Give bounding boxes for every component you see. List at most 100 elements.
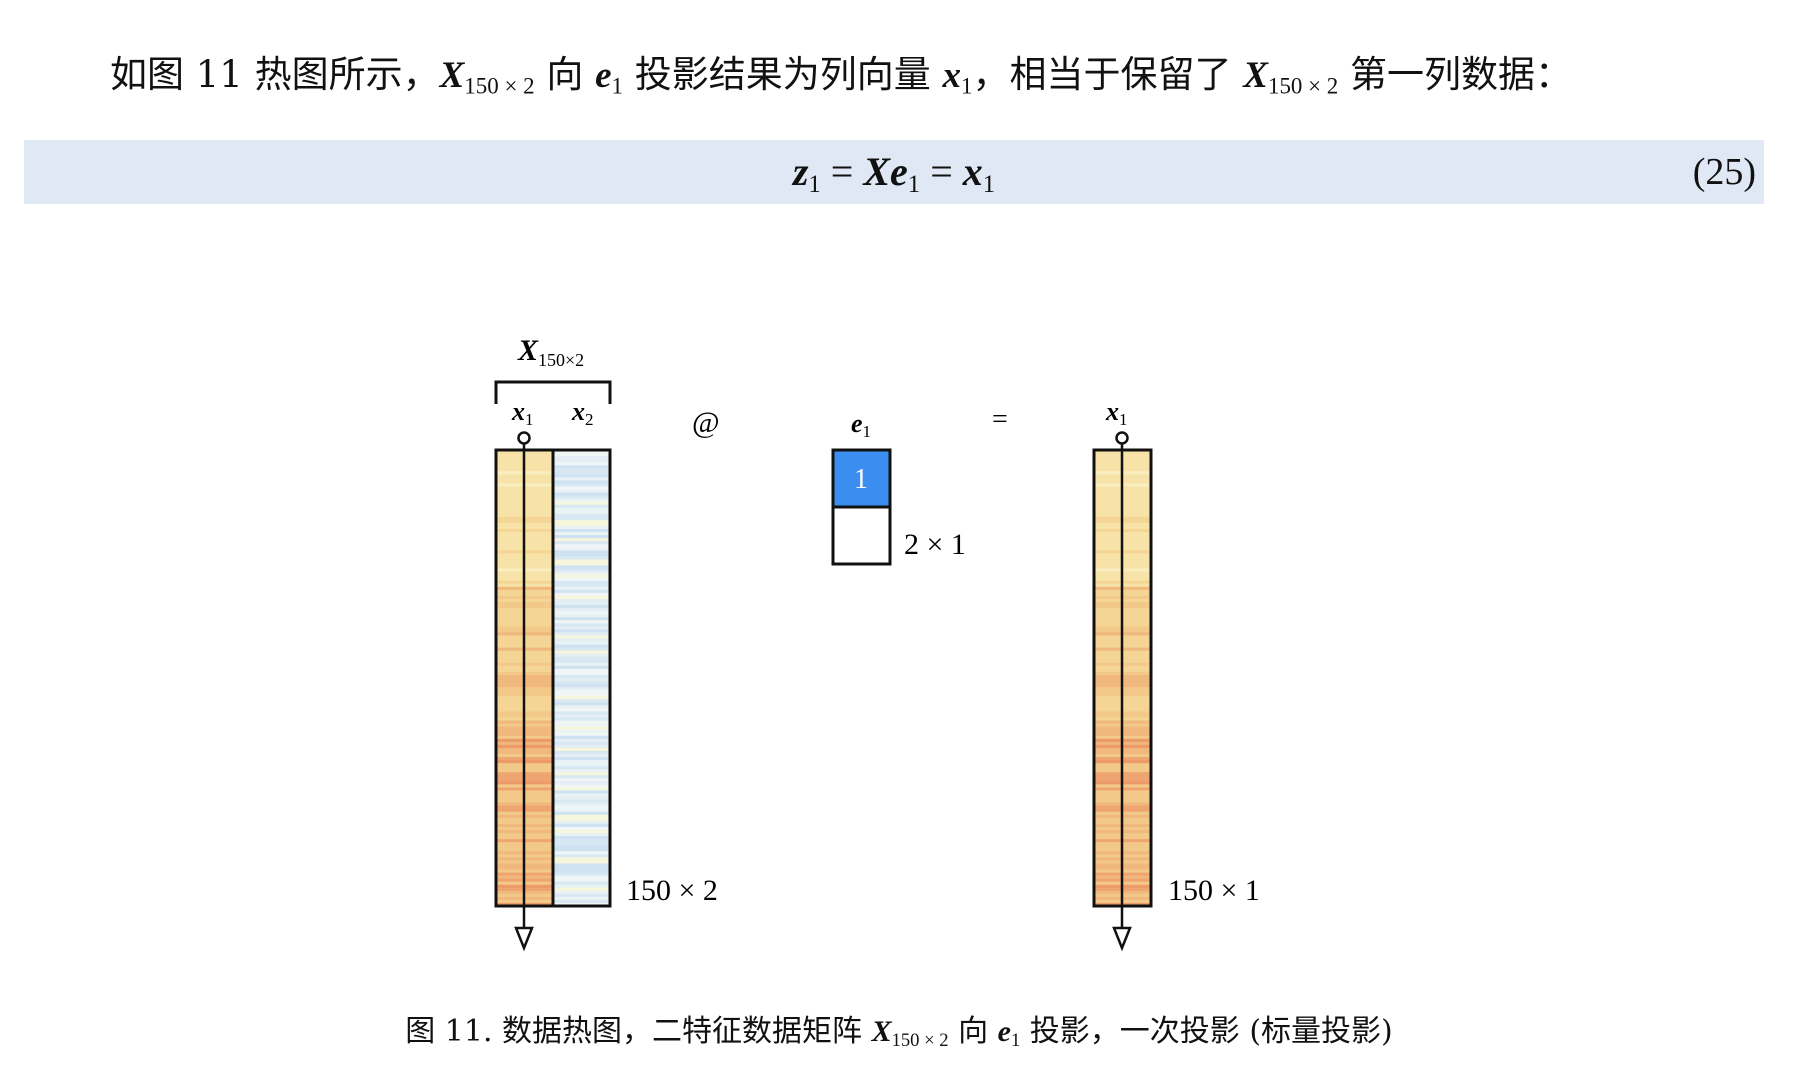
result-label: x1: [1105, 397, 1128, 429]
column-1-label: x1: [511, 397, 534, 429]
heatmap-row: [553, 884, 610, 889]
heatmap-row: [553, 708, 610, 712]
heatmap-row: [553, 766, 610, 770]
column-2-label: x2: [571, 397, 594, 429]
heatmap-row: [553, 817, 610, 822]
heatmap-row: [553, 711, 610, 715]
heatmap-row: [553, 565, 610, 569]
heatmap-row: [553, 577, 610, 582]
heatmap-row: [553, 547, 610, 551]
heatmap-row: [553, 507, 610, 512]
caption-text-3: 投影，一次投影 (标量投影): [1020, 1014, 1393, 1049]
heatmap-row: [553, 653, 610, 658]
heatmap-row: [553, 839, 610, 843]
heatmap-row: [553, 775, 610, 779]
result-shape-label: 150 × 1: [1168, 874, 1260, 907]
column-1-arrow: [514, 431, 534, 952]
heatmap-row: [553, 450, 610, 454]
heatmap-row: [553, 665, 610, 670]
heatmap-row: [553, 541, 610, 545]
heatmap-row: [553, 729, 610, 734]
heatmap-row: [553, 696, 610, 700]
eq-middle: Xe: [863, 149, 908, 194]
matmul-operator: @: [692, 406, 720, 439]
heatmap-row: [553, 522, 610, 527]
vector-subscript: 1: [611, 73, 624, 99]
heatmap-row: [553, 492, 610, 496]
intro-text-2: 向: [534, 53, 596, 96]
heatmap-row: [553, 854, 610, 858]
heatmap-row: [553, 586, 610, 591]
matrix-column-2-stripes: [553, 450, 610, 907]
eq-middle-sub: 1: [907, 170, 921, 198]
heatmap-row: [553, 465, 610, 469]
heatmap-row: [553, 513, 610, 518]
heatmap-row: [553, 671, 610, 676]
matrix-symbol-2: X: [1243, 55, 1268, 96]
heatmap-row: [553, 787, 610, 791]
equation-number: (25): [1692, 151, 1756, 193]
matrix-symbol: X: [439, 55, 465, 96]
heatmap-row: [553, 659, 610, 664]
caption-text-1: 图 11. 数据热图，二特征数据矩阵: [405, 1014, 872, 1049]
heatmap-row: [553, 580, 610, 585]
heatmap-row: [553, 735, 610, 740]
eq-lhs: z: [792, 149, 809, 194]
heatmap-row: [553, 896, 610, 901]
vector-shape-label: 2 × 1: [904, 528, 966, 561]
heatmap-row: [553, 532, 610, 536]
heatmap-row: [553, 805, 610, 810]
heatmap-row: [553, 638, 610, 642]
heatmap-row: [553, 486, 610, 490]
intro-text-3: 投影结果为列向量: [623, 53, 943, 96]
heatmap-row: [553, 510, 610, 515]
heatmap-row: [553, 462, 610, 466]
heatmap-row: [553, 535, 610, 539]
heatmap-row: [553, 559, 610, 563]
arrow-head: [514, 926, 534, 952]
heatmap-row: [553, 641, 610, 645]
heatmap-row: [553, 796, 610, 800]
vector-cell-1-value: 1: [854, 464, 868, 495]
heatmap-row: [553, 732, 610, 737]
heatmap-row: [553, 890, 610, 895]
heatmap-row: [553, 875, 610, 880]
heatmap-row: [553, 453, 610, 457]
heatmap-row: [553, 605, 610, 609]
heatmap-row: [553, 598, 610, 603]
heatmap-row: [553, 738, 610, 743]
heatmap-row: [553, 717, 610, 721]
vector-symbol: e: [595, 55, 612, 96]
heatmap-row: [553, 699, 610, 703]
heatmap-row: [553, 866, 610, 870]
heatmap-row: [553, 471, 610, 475]
heatmap-row: [553, 720, 610, 724]
heatmap-row: [553, 526, 610, 530]
heatmap-row: [553, 754, 610, 758]
heatmap-row: [553, 644, 610, 648]
heatmap-row: [553, 617, 610, 621]
arrow-start-circle: [517, 431, 531, 445]
heatmap-row: [553, 830, 610, 834]
heatmap-row: [553, 750, 610, 755]
caption-matrix-symbol: X: [871, 1015, 892, 1048]
heatmap-row: [553, 881, 610, 886]
heatmap-row: [553, 893, 610, 898]
heatmap-row: [553, 568, 610, 572]
heatmap-row: [553, 781, 610, 785]
heatmap-row: [553, 504, 610, 509]
heatmap-row: [553, 668, 610, 673]
heatmap-row: [553, 553, 610, 557]
heatmap-row: [553, 589, 610, 594]
heatmap-row: [553, 723, 610, 728]
heatmap-row: [553, 529, 610, 533]
heatmap-row: [553, 833, 610, 837]
heatmap-row: [553, 826, 610, 831]
heatmap-row: [553, 763, 610, 767]
intro-text-1: 如图 11 热图所示，: [110, 53, 440, 96]
result-arrow: [1112, 431, 1132, 952]
matrix-heatmap: [494, 448, 612, 908]
equals-sign: =: [992, 404, 1008, 435]
heatmap-row: [553, 519, 610, 524]
